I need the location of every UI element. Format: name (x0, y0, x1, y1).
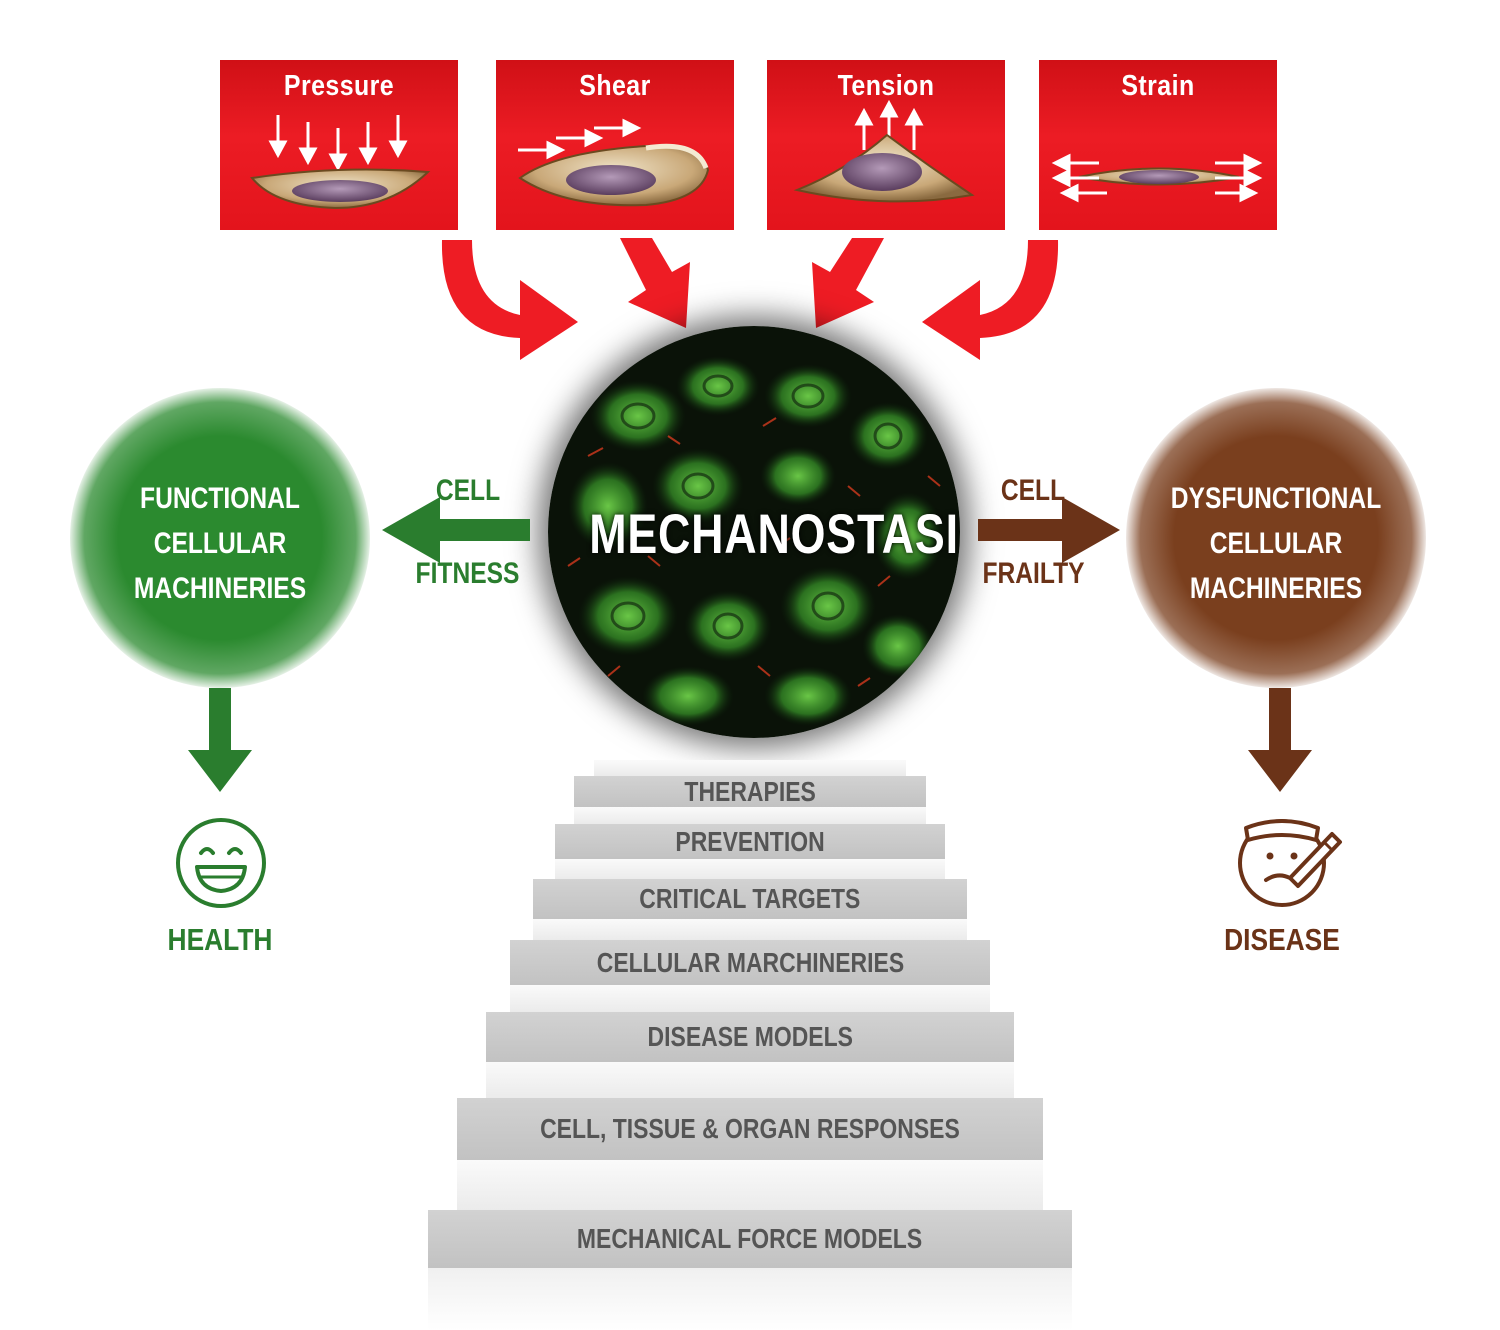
curved-arrow-tension (812, 238, 884, 328)
stair-step-mechanical-force-models: MECHANICAL FORCE MODELS (428, 1210, 1072, 1268)
cell-frailty-arrow (978, 497, 1120, 563)
stair-step-prevention: PREVENTION (555, 824, 945, 859)
strain-icon (1051, 153, 1263, 203)
force-label-pressure: Pressure (283, 70, 395, 102)
curved-arrow-strain (922, 240, 1059, 360)
force-box-shear: Shear (496, 60, 734, 230)
curved-arrow-pressure (441, 240, 578, 360)
health-label: HEALTH (167, 922, 273, 957)
stair-step-cell-tissue-organ-responses: CELL, TISSUE & ORGAN RESPONSES (457, 1098, 1043, 1160)
cell-microscopy-image (548, 326, 960, 738)
health-down-arrow (188, 688, 252, 792)
force-label-tension: Tension (837, 70, 935, 102)
smiling-face-icon (176, 818, 266, 908)
shear-icon (518, 118, 710, 207)
stair-step-disease-models: DISEASE MODELS (486, 1012, 1014, 1062)
cell-frailty-top-label: CELL (1000, 474, 1066, 507)
cell-fitness-top-label: CELL (435, 474, 501, 507)
cell-fitness-bottom-label: FITNESS (415, 557, 520, 590)
stair-step-label: MECHANICAL FORCE MODELS (577, 1223, 923, 1254)
dysfunctional-machineries-label: DYSFUNCTIONAL CELLULAR MACHINERIES (1170, 482, 1382, 605)
cell-fitness-arrow (382, 497, 530, 563)
staircase-base (428, 1268, 1072, 1330)
mechanostasis-circle: MECHANOSTASIS (548, 326, 960, 738)
stair-step-label: THERAPIES (684, 775, 816, 807)
force-box-strain: Strain (1039, 60, 1277, 230)
force-label-strain: Strain (1121, 70, 1195, 102)
stair-step-label: PREVENTION (675, 825, 825, 857)
force-box-tension: Tension (767, 60, 1005, 230)
stair-step-critical-targets: CRITICAL TARGETS (533, 879, 967, 919)
functional-machineries-circle: FUNCTIONAL CELLULAR MACHINERIES (70, 388, 370, 688)
force-box-pressure: Pressure (220, 60, 458, 230)
force-label-shear: Shear (579, 70, 651, 102)
pressure-icon (250, 115, 431, 210)
curved-arrow-shear (620, 238, 690, 328)
disease-label: DISEASE (1224, 922, 1340, 957)
stair-step-label: CELL, TISSUE & ORGAN RESPONSES (540, 1113, 960, 1144)
stair-step-label: CELLULAR MARCHINERIES (596, 946, 904, 978)
cell-frailty-bottom-label: FRAILTY (982, 557, 1085, 590)
stair-step-cellular-marchineries: CELLULAR MARCHINERIES (510, 940, 990, 985)
stair-step-label: DISEASE MODELS (647, 1021, 853, 1052)
disease-down-arrow (1248, 688, 1312, 792)
functional-machineries-label: FUNCTIONAL CELLULAR MACHINERIES (133, 482, 307, 605)
force-convergence-arrows (441, 238, 1059, 360)
mechanostasis-title: MECHANOSTASIS (589, 502, 960, 565)
tension-icon (793, 99, 975, 203)
stair-step-therapies: THERAPIES (574, 776, 926, 807)
stair-step-label: CRITICAL TARGETS (639, 883, 861, 914)
dysfunctional-machineries-circle: DYSFUNCTIONAL CELLULAR MACHINERIES (1126, 388, 1426, 688)
sick-face-icon (1238, 819, 1342, 907)
